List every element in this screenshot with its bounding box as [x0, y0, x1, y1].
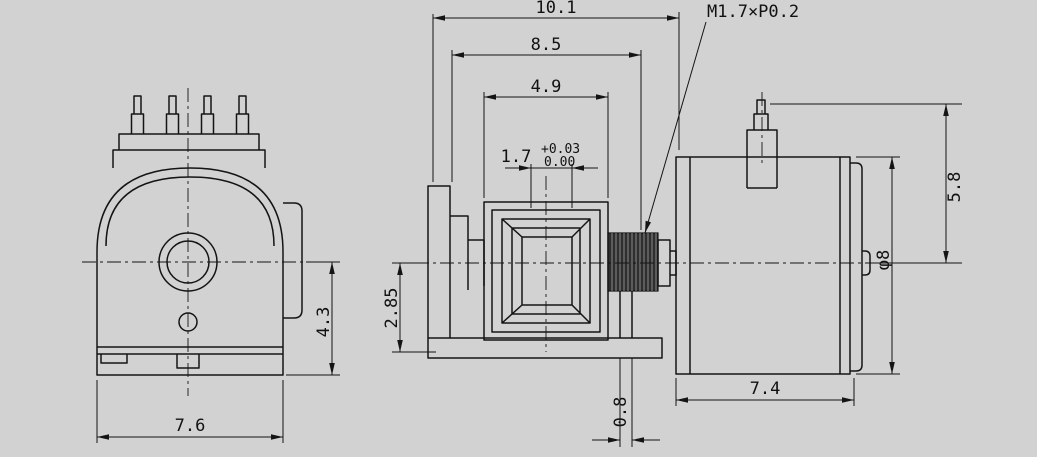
front-view: 4.3 7.6 [82, 88, 340, 443]
motor-side-body [675, 156, 871, 375]
dimension-gearbox-width: 4.9 [483, 77, 609, 198]
dimension-front-height: 4.3 [286, 261, 340, 376]
dimension-motor-length: 7.4 [675, 378, 855, 406]
dimension-center-height: 2.85 [382, 262, 436, 353]
dim-label-front-height: 4.3 [314, 307, 334, 338]
dim-label-front-width: 7.6 [175, 416, 206, 436]
mounting-bracket [427, 185, 663, 359]
front-centerlines [82, 88, 322, 396]
motor-front-seam-arc [105, 176, 275, 247]
dim-label-overall-length: 10.1 [536, 0, 577, 18]
dimension-terminal-height: 5.8 [770, 103, 965, 264]
dim-label-slot-tol-lower: 0.00 [544, 155, 575, 170]
thread-texture [611, 233, 657, 291]
dimension-slot-width: 1.7 +0.03 0.00 [501, 142, 598, 208]
dim-label-center-height: 2.85 [382, 288, 402, 329]
dim-label-bracket-thickness: 0.8 [611, 397, 631, 428]
dim-label-slot-tol-upper: +0.03 [541, 142, 580, 157]
front-side-tab [283, 202, 303, 319]
dim-label-terminal-height: 5.8 [945, 172, 965, 203]
dimension-bracket-thickness: 0.8 [592, 358, 660, 447]
gearbox [483, 201, 609, 341]
front-base-details [97, 346, 283, 369]
dim-label-motor-diameter: φ8 [874, 250, 894, 270]
dim-label-gearbox-width: 4.9 [531, 77, 562, 97]
motor-front-body [96, 167, 284, 376]
thread-callout: M1.7×P0.2 [644, 2, 799, 234]
dimension-motor-diameter: φ8 [856, 156, 900, 375]
side-view: 10.1 8.5 4.9 1.7 +0.03 0.00 [382, 0, 965, 447]
dimension-front-width: 7.6 [96, 380, 284, 443]
dimension-body-length: 8.5 [451, 35, 642, 230]
side-centerlines [415, 92, 958, 352]
thread-leader-line [644, 21, 707, 234]
connector-pins [112, 95, 266, 168]
dim-label-slot-width: 1.7 [501, 147, 532, 167]
thread-spec-label: M1.7×P0.2 [707, 2, 799, 22]
dimension-overall-length: 10.1 [432, 0, 680, 182]
dim-label-body-length: 8.5 [531, 35, 562, 55]
dim-label-motor-length: 7.4 [750, 379, 781, 399]
